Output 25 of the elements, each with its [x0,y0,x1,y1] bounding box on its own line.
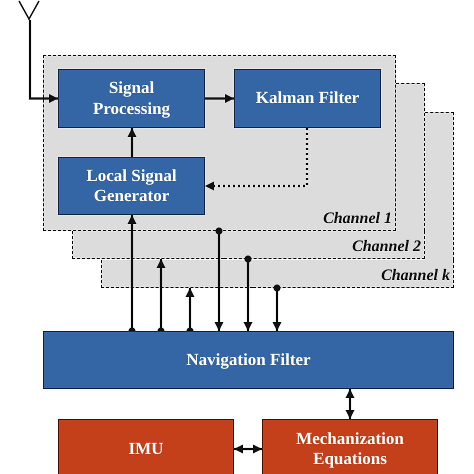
process-box [58,157,205,215]
arrow [234,444,262,454]
process-box [234,69,381,128]
process-box [58,69,205,128]
box-label: IMU [128,438,164,460]
arrow [205,128,308,190]
arrow [28,20,58,103]
box-label: Signal Processing [92,78,172,119]
box-label: Kalman Filter [254,88,360,109]
arrow [244,256,252,331]
channel-panel [43,55,396,231]
box-label: Mechanization Equations [295,428,405,470]
channel-label: Channel k [381,266,450,285]
box-label: Navigation Filter [185,350,312,370]
process-box [262,419,438,474]
arrow [214,228,224,331]
arrow [205,94,234,103]
process-box [58,419,234,474]
arrow [128,128,136,157]
process-box [43,331,454,389]
arrow [272,284,282,331]
arrow [346,389,354,419]
channel-label: Channel 1 [323,208,392,228]
box-label: Local Signal Generator [85,166,178,206]
channel-label: Channel 2 [352,236,421,256]
